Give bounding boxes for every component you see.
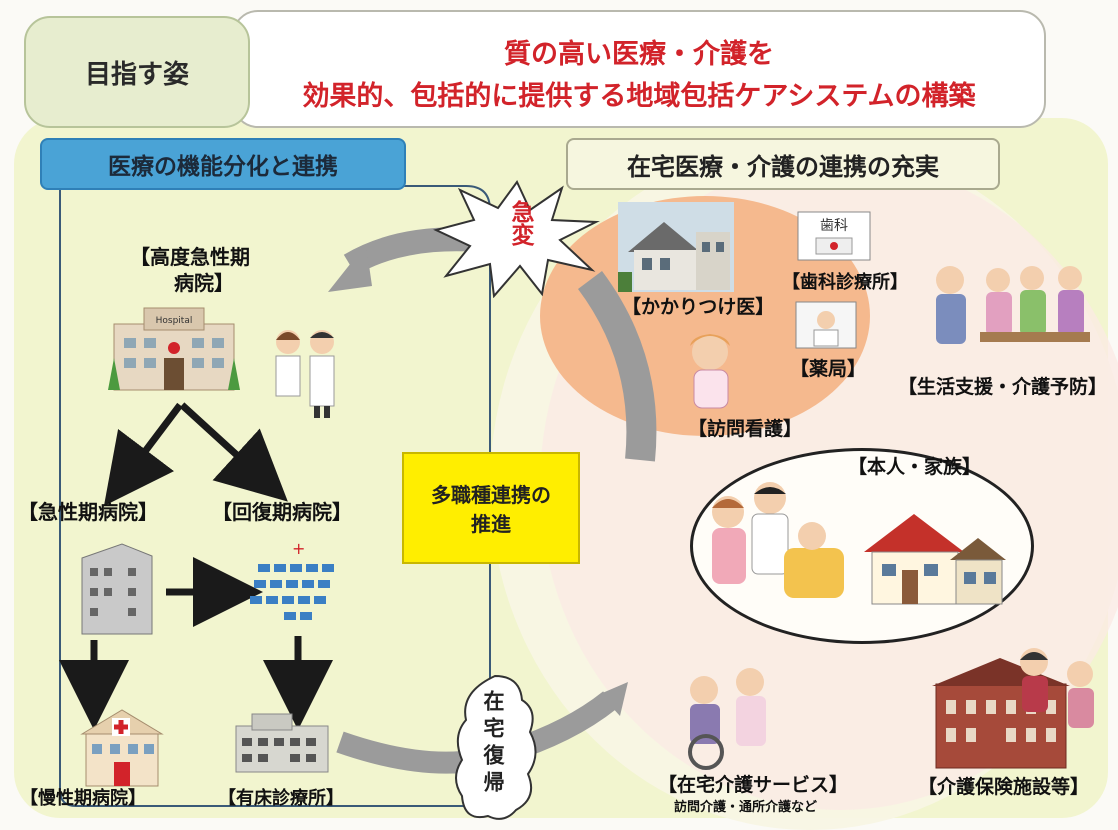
acute-hospital-image [81,543,153,635]
chronic-hospital-label: 【慢性期病院】 [20,788,146,809]
care-facility-label: 【介護保険施設等】 [918,776,1090,798]
pharmacy-label: 【薬局】 [790,358,867,380]
svg-text:+: + [292,540,305,558]
multi-profession-line2: 推進 [471,512,511,536]
person-family-label: 【本人・家族】 [848,456,982,478]
house-image [864,514,1006,605]
family-doctor-label: 【かかりつけ医】 [622,296,775,318]
hospital-sign: Hospital [156,316,193,326]
home-care-header: 在宅医療・介護の連携の充実 [566,138,1000,190]
dental-sign: 歯科 [820,218,848,234]
medical-division-header: 医療の機能分化と連携 [40,138,406,190]
dental-label: 【歯科診療所】 [782,272,908,293]
clinic-bed-label: 【有床診療所】 [218,788,344,809]
caregivers-image [712,482,844,598]
arrow-to-recovery [179,402,288,502]
recovery-hospital-label: 【回復期病院】 [212,500,352,524]
return-home-cloud [455,674,537,820]
emergency-burst [433,180,600,298]
multi-profession-box: 多職種連携の 推進 [402,452,580,564]
goal-line-1: 質の高い医療・介護を [504,39,774,70]
life-support-image [936,266,1090,344]
pharmacy-image [795,301,857,349]
arrow-to-acute [103,402,183,506]
doctors-image [275,330,335,418]
goal-line-2: 効果的、包括的に提供する地域包括ケアシステムの構築 [302,81,976,112]
visit-nursing-label: 【訪問看護】 [688,418,803,440]
emergency-text: 急変 [507,200,533,246]
home-care-label: 【在宅介護サービス】 [658,774,849,796]
acute-hospital-label: 【急性期病院】 [18,500,158,524]
advanced-acute-label: 【高度急性期 病院】 [130,245,250,295]
dental-image: 歯科 [797,211,871,261]
life-support-label: 【生活支援・介護予防】 [898,376,1108,398]
goal-statement-box: 質の高い医療・介護を 効果的、包括的に提供する地域包括ケアシステムの構築 [232,10,1046,128]
chronic-hospital-image [80,709,164,787]
home-care-image [688,668,766,770]
home-care-sub-label: 訪問介護・通所介護など [674,800,818,815]
advanced-hospital-image: Hospital [108,307,240,391]
care-down-arrow [577,271,657,462]
family-doctor-image [618,202,734,292]
goal-tag: 目指す姿 [24,16,250,128]
visit-nursing-image [690,334,730,409]
care-facility-image [932,648,1094,769]
return-home-text: 在宅復帰 [481,690,505,798]
recovery-hospital-image: + [250,540,334,620]
clinic-bed-image [235,713,329,773]
multi-profession-line1: 多職種連携の [431,483,551,507]
